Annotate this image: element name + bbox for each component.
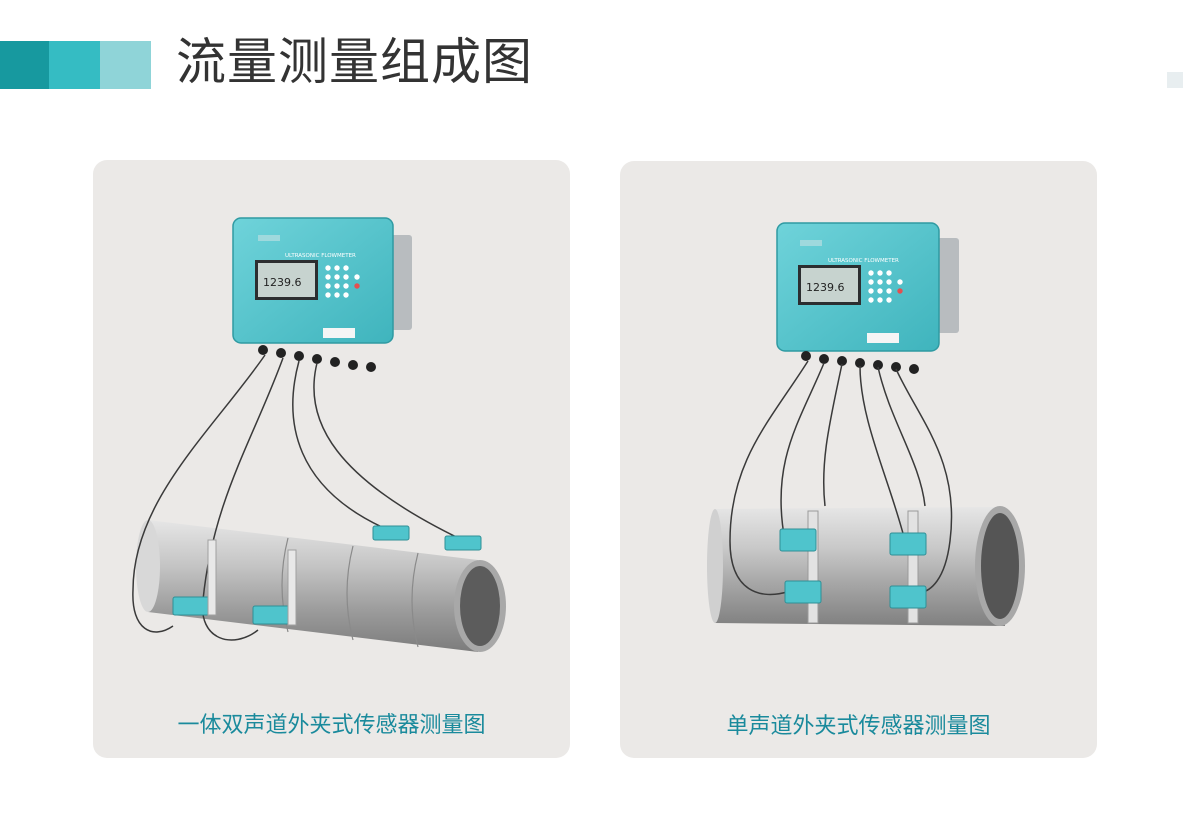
pipe [707, 506, 1025, 626]
single-channel-illustration: ULTRASONIC FLOWMETER 1239.6 [707, 222, 1025, 626]
header-accent-bar-2 [49, 41, 100, 89]
header-accent-bar-1 [0, 41, 49, 89]
display-reading: 1239.6 [263, 276, 302, 289]
panel-single-channel: ULTRASONIC FLOWMETER 1239.6 [620, 161, 1097, 758]
sensor-cables [729, 360, 953, 596]
flowmeter-transmitter: ULTRASONIC FLOWMETER 1239.6 [232, 217, 412, 372]
display-reading: 1239.6 [806, 281, 845, 294]
device-label: ULTRASONIC FLOWMETER [828, 258, 899, 264]
panel-dual-channel: ULTRASONIC FLOWMETER 1239.6 [93, 160, 570, 758]
transducers [779, 528, 927, 609]
flowmeter-transmitter: ULTRASONIC FLOWMETER 1239.6 [776, 222, 959, 374]
corner-decoration [1167, 72, 1183, 88]
device-label: ULTRASONIC FLOWMETER [285, 253, 356, 259]
pipe [136, 520, 506, 652]
header-accent-bar-3 [100, 41, 151, 89]
transducers [172, 525, 482, 626]
caption-single-channel: 单声道外夹式传感器测量图 [726, 714, 991, 739]
caption-dual-channel: 一体双声道外夹式传感器测量图 [177, 713, 486, 738]
dual-channel-illustration: ULTRASONIC FLOWMETER 1239.6 [132, 217, 506, 652]
page-title: 流量测量组成图 [176, 33, 533, 91]
